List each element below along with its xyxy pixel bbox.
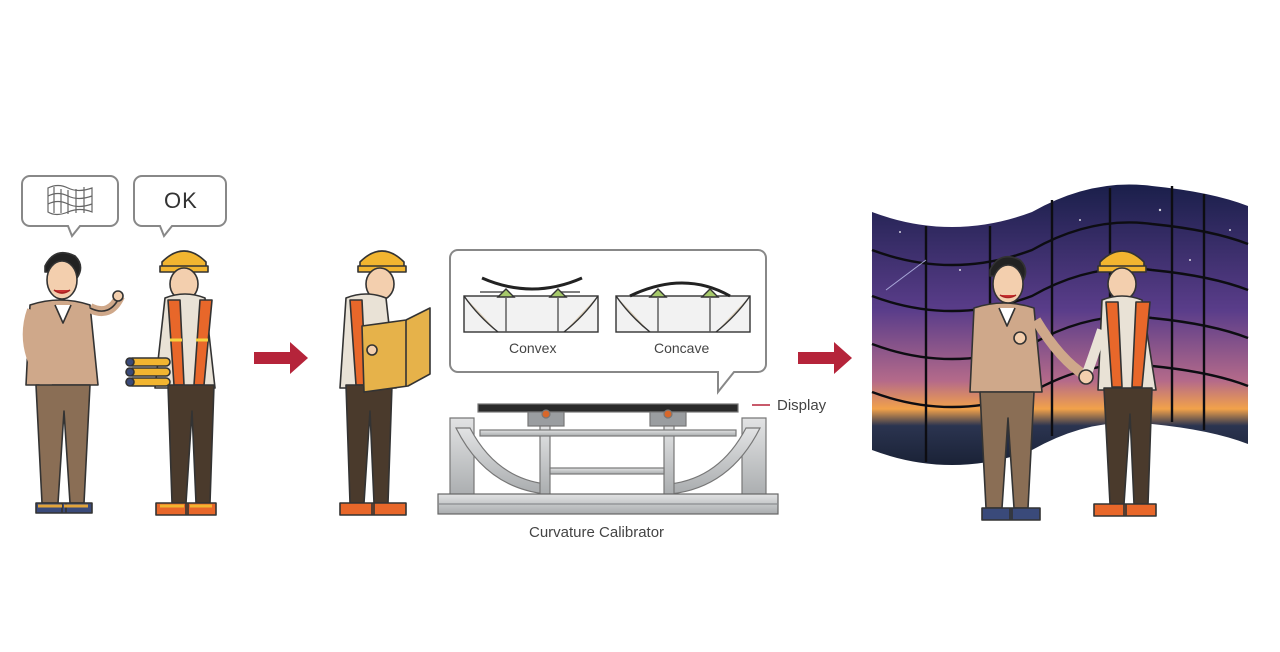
calibration-callout-bubble bbox=[449, 249, 767, 395]
convex-label: Convex bbox=[509, 340, 557, 356]
speech-bubble-screen bbox=[21, 175, 119, 238]
display-panel bbox=[477, 403, 739, 413]
speech-bubble-ok bbox=[133, 175, 227, 238]
display-label: Display bbox=[777, 397, 827, 414]
client-figure-1 bbox=[22, 251, 125, 514]
curvature-calibrator-label: Curvature Calibrator bbox=[529, 524, 665, 541]
worker-figure-3 bbox=[1078, 250, 1157, 517]
worker-figure-1 bbox=[125, 250, 217, 516]
worker-figure-2 bbox=[339, 250, 431, 516]
convex-diagram bbox=[463, 276, 599, 333]
ok-bubble-text: OK bbox=[164, 188, 198, 213]
concave-label: Concave bbox=[654, 340, 710, 356]
curved-video-wall bbox=[871, 184, 1249, 465]
arrow-right-icon bbox=[254, 342, 308, 374]
curvature-calibrator-frame bbox=[437, 403, 779, 515]
client-figure-2 bbox=[969, 255, 1089, 521]
flexible-screen-icon bbox=[47, 184, 93, 216]
concave-diagram bbox=[615, 281, 751, 333]
pipes-bundle bbox=[125, 357, 171, 387]
blueprint-paper bbox=[361, 307, 431, 393]
arrow-right-icon bbox=[798, 342, 852, 374]
